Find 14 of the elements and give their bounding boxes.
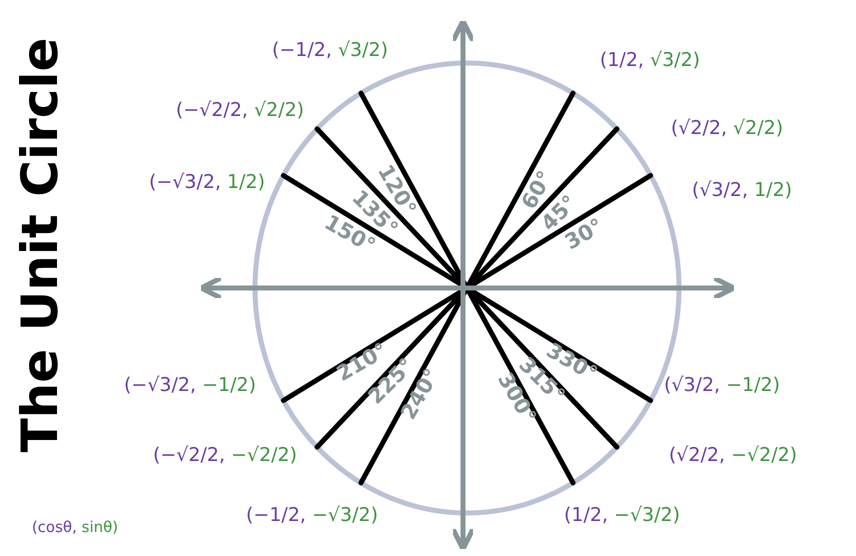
coordinate-label: (−1/2, √3/2) xyxy=(272,39,388,61)
coordinate-label: (−√3/2, 1/2) xyxy=(148,171,266,193)
coordinate-label: (cosθ, sinθ) xyxy=(32,518,118,536)
coordinate-label: (−√2/2, −√2/2) xyxy=(152,444,298,466)
title-text: The Unit Circle xyxy=(11,38,69,452)
coordinate-label: (√3/2, −1/2) xyxy=(664,374,780,396)
coordinate-label: (−1/2, −√3/2) xyxy=(246,504,378,526)
coordinate-label: (√2/2, √2/2) xyxy=(670,117,784,139)
coordinate-label: (1/2, √3/2) xyxy=(600,49,700,71)
coordinate-label: (−√3/2, −1/2) xyxy=(124,374,256,396)
coordinate-label: (1/2, −√3/2) xyxy=(564,504,680,526)
coordinate-label: (−√2/2, √2/2) xyxy=(176,99,304,121)
coordinate-label: (√3/2, 1/2) xyxy=(692,179,792,201)
coordinate-label: (√2/2, −√2/2) xyxy=(668,444,798,466)
